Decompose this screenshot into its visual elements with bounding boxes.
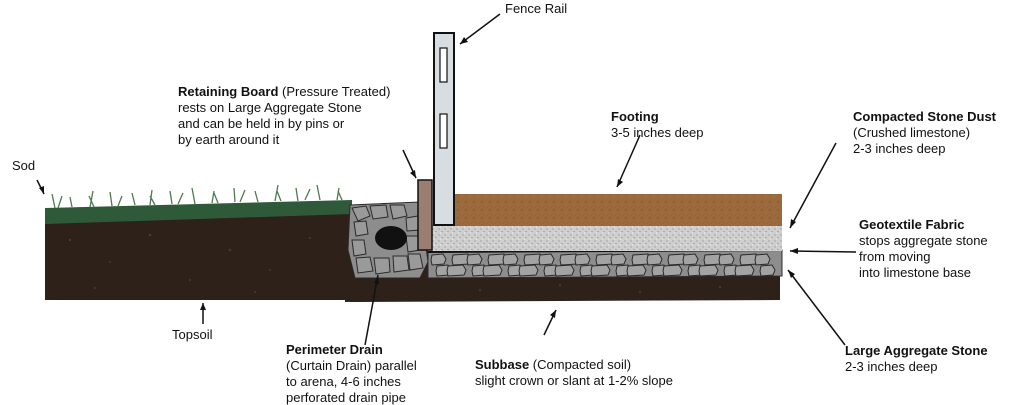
aggregate-stone	[590, 264, 611, 277]
aggregate-stone	[734, 264, 755, 277]
retaining-board-title: Retaining Board	[178, 84, 279, 99]
callout-arrows	[36, 13, 857, 346]
aggregate-stone	[430, 253, 447, 266]
aggregate-stone	[754, 253, 771, 266]
aggregate-stone	[682, 253, 699, 266]
aggregate-stones	[430, 253, 776, 277]
label-retaining-board: Retaining Board (Pressure Treated) rests…	[178, 84, 390, 148]
arrowheads	[39, 37, 798, 318]
footing-depth: 3-5 inches deep	[611, 125, 704, 140]
geotextile-line3: from moving	[859, 249, 931, 264]
drain-pipe	[375, 226, 407, 250]
footing-layer	[455, 194, 782, 226]
subbase-title: Subbase	[475, 357, 530, 372]
retaining-board-qualifier: (Pressure Treated)	[278, 84, 391, 99]
label-large-aggregate-stone: Large Aggregate Stone 2-3 inches deep	[845, 343, 988, 375]
label-subbase: Subbase (Compacted soil) slight crown or…	[475, 357, 673, 389]
aggregate-stone	[466, 253, 483, 266]
aggregate-stone	[574, 253, 591, 266]
sod-layer	[45, 200, 352, 224]
aggregate-stone	[518, 264, 539, 277]
retaining-board-line4: by earth around it	[178, 132, 280, 147]
fence-slot-upper	[439, 47, 448, 83]
aggregate-stone	[502, 253, 519, 266]
perimeter-drain-line4: perforated drain pipe	[286, 390, 406, 405]
fence-slot-lower	[439, 113, 448, 149]
stone-dust-title: Compacted Stone Dust	[853, 109, 997, 124]
stone-dust-layer	[428, 225, 782, 251]
label-sod: Sod	[12, 158, 36, 173]
aggregate-stone	[759, 264, 776, 277]
aggregate-stone	[698, 264, 719, 277]
perimeter-drain-title: Perimeter Drain	[286, 342, 383, 357]
retaining-board	[417, 179, 433, 251]
retaining-board-line3: and can be held in by pins or	[178, 116, 345, 131]
aggregate-stone	[482, 264, 503, 277]
aggregate-stone	[646, 253, 663, 266]
soil-speckles	[68, 233, 722, 293]
large-aggregate-title: Large Aggregate Stone	[845, 343, 988, 358]
label-compacted-stone-dust: Compacted Stone Dust (Crushed limestone)…	[853, 109, 996, 157]
grass-blades	[51, 184, 343, 209]
aggregate-stone	[662, 264, 683, 277]
aggregate-stone	[446, 264, 467, 277]
topsoil-layer	[45, 210, 355, 300]
retaining-board-line2: rests on Large Aggregate Stone	[178, 100, 362, 115]
perimeter-drain-line3: to arena, 4-6 inches	[286, 374, 401, 389]
drain-stones	[351, 204, 424, 275]
subbase-line2: slight crown or slant at 1-2% slope	[475, 373, 673, 388]
label-perimeter-drain: Perimeter Drain (Curtain Drain) parallel…	[286, 342, 417, 405]
footing-title: Footing	[611, 109, 659, 124]
geotextile-line4: into limestone base	[859, 265, 972, 280]
subbase-qualifier: (Compacted soil)	[529, 357, 632, 372]
label-topsoil: Topsoil	[172, 327, 213, 342]
aggregate-stone	[610, 253, 627, 266]
large-aggregate-line2: 2-3 inches deep	[845, 359, 938, 374]
geotextile-line2: stops aggregate stone	[859, 233, 988, 248]
label-fence-rail: Fence Rail	[505, 1, 568, 16]
aggregate-stone	[626, 264, 647, 277]
stone-dust-line3: 2-3 inches deep	[853, 141, 946, 156]
aggregate-stone	[554, 264, 575, 277]
perimeter-drain-line2: (Curtain Drain) parallel	[286, 358, 417, 373]
aggregate-stone	[718, 253, 735, 266]
stone-dust-line2: (Crushed limestone)	[853, 125, 971, 140]
aggregate-stone	[538, 253, 555, 266]
geotextile-title: Geotextile Fabric	[859, 217, 965, 232]
label-geotextile-fabric: Geotextile Fabric stops aggregate stone …	[859, 217, 988, 281]
label-footing: Footing 3-5 inches deep	[611, 109, 704, 141]
